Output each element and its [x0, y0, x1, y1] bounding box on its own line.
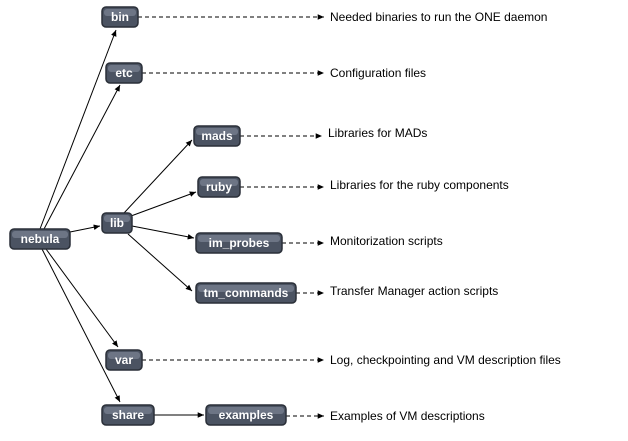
tree-edges [39, 29, 204, 418]
node-ruby-label: ruby [206, 180, 232, 194]
description-edges [138, 14, 324, 419]
node-ruby: ruby [197, 176, 241, 198]
edge-lib-tm-commands [127, 233, 193, 292]
node-mads: mads [193, 125, 241, 147]
node-lib: lib [101, 212, 133, 234]
edge-nebula-share [41, 248, 121, 403]
node-share-label: share [112, 408, 144, 422]
node-tm-commands: tm_commands [195, 282, 297, 304]
node-mads-label: mads [201, 129, 233, 143]
desc-ruby: Libraries for the ruby components [330, 178, 509, 192]
node-nebula-label: nebula [21, 232, 60, 246]
desc-tm-commands: Transfer Manager action scripts [330, 284, 498, 298]
desc-var: Log, checkpointing and VM description fi… [330, 353, 561, 367]
node-lib-label: lib [110, 216, 124, 230]
node-im-probes: im_probes [195, 232, 283, 254]
edge-nebula-lib [69, 224, 101, 233]
node-var-label: var [115, 353, 133, 367]
edge-lib-ruby [130, 191, 197, 217]
node-share: share [101, 404, 155, 426]
desc-im-probes: Monitorization scripts [330, 234, 443, 248]
edge-lib-im-probes [131, 225, 195, 240]
desc-examples: Examples of VM descriptions [330, 409, 485, 423]
node-etc-label: etc [115, 66, 133, 80]
node-var: var [105, 349, 143, 371]
edge-nebula-bin [39, 29, 117, 230]
node-examples-label: examples [219, 408, 274, 422]
edge-nebula-etc [43, 84, 121, 230]
desc-etc: Configuration files [330, 66, 426, 80]
desc-mads: Libraries for MADs [328, 126, 427, 140]
node-tm-commands-label: tm_commands [204, 286, 289, 300]
node-bin-label: bin [111, 10, 129, 24]
desc-bin: Needed binaries to run the ONE daemon [330, 10, 547, 24]
edge-nebula-var [45, 248, 119, 348]
node-bin: bin [101, 6, 139, 28]
node-examples: examples [205, 404, 287, 426]
node-im-probes-label: im_probes [209, 236, 270, 250]
edge-lib-mads [123, 139, 193, 214]
node-nebula: nebula [9, 228, 71, 250]
node-etc: etc [105, 62, 143, 84]
